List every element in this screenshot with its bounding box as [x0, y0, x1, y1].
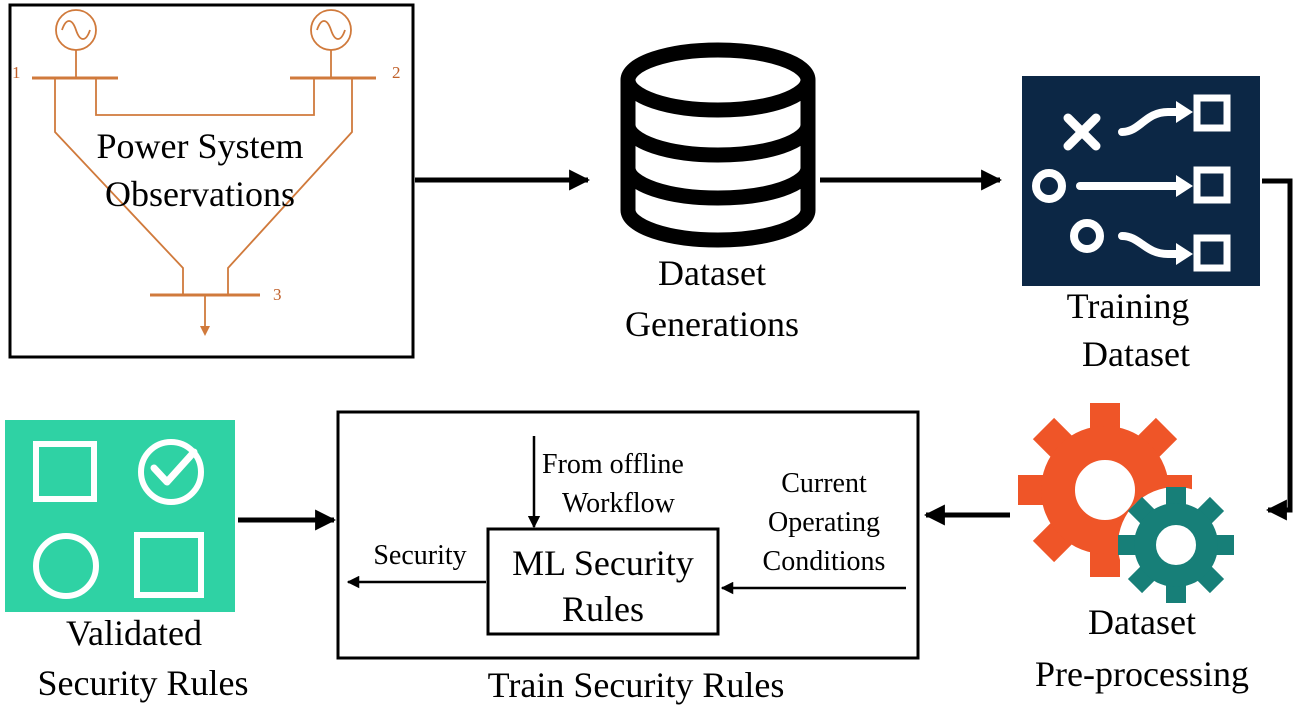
current-conditions-line3: Conditions: [763, 546, 886, 577]
mapping-arrowheads: [1176, 101, 1193, 265]
dataset-generation-label-line2: Generations: [625, 304, 799, 344]
gears-icon: [1018, 403, 1234, 603]
training-dataset-label-line2: Dataset: [1082, 334, 1190, 374]
validated-label-line2: Security Rules: [38, 663, 249, 703]
dataset-generation-label-line1: Dataset: [658, 253, 766, 293]
power-system-block: 1 2 3 Power System Observations: [8, 3, 415, 359]
train-rules-label: Train Security Rules: [488, 665, 785, 705]
preprocessing-label-line1: Dataset: [1088, 602, 1196, 642]
database-icon: [620, 42, 816, 248]
bus-1-label: 1: [12, 63, 21, 82]
training-dataset-label-line1: Training: [1067, 286, 1190, 326]
dataset-generation-block: Dataset Generations: [620, 42, 816, 344]
training-dataset-block: Training Dataset: [1022, 76, 1260, 374]
current-conditions-line2: Operating: [768, 507, 880, 538]
from-offline-line2: Workflow: [562, 488, 676, 519]
train-rules-block: From offline Workflow Current Operating …: [336, 410, 920, 705]
ml-rules-line1: ML Security: [512, 543, 694, 583]
validated-rules-block: Validated Security Rules: [5, 420, 248, 703]
load-arrow-icon: [200, 326, 210, 336]
mapping-icon: [1032, 94, 1231, 272]
ml-rules-line2: Rules: [562, 589, 644, 629]
ml-rules-box: [486, 527, 720, 636]
power-system-frame: [8, 3, 415, 359]
validated-label-line1: Validated: [66, 613, 202, 653]
from-offline-line1: From offline: [542, 449, 684, 480]
arrow-to-preprocessing: [1262, 178, 1293, 521]
power-system-title-line1: Power System: [97, 126, 304, 166]
checklist-icon: [33, 439, 204, 599]
preprocessing-block: Dataset Pre-processing: [1018, 403, 1249, 694]
preprocessing-label-line2: Pre-processing: [1035, 654, 1249, 694]
bus-3-label: 3: [273, 285, 282, 304]
circuit-diagram-icon: [32, 9, 376, 328]
power-system-title-line2: Observations: [105, 174, 295, 214]
bus-2-label: 2: [392, 63, 401, 82]
current-conditions-line1: Current: [781, 468, 867, 499]
security-output-label: Security: [373, 540, 466, 571]
